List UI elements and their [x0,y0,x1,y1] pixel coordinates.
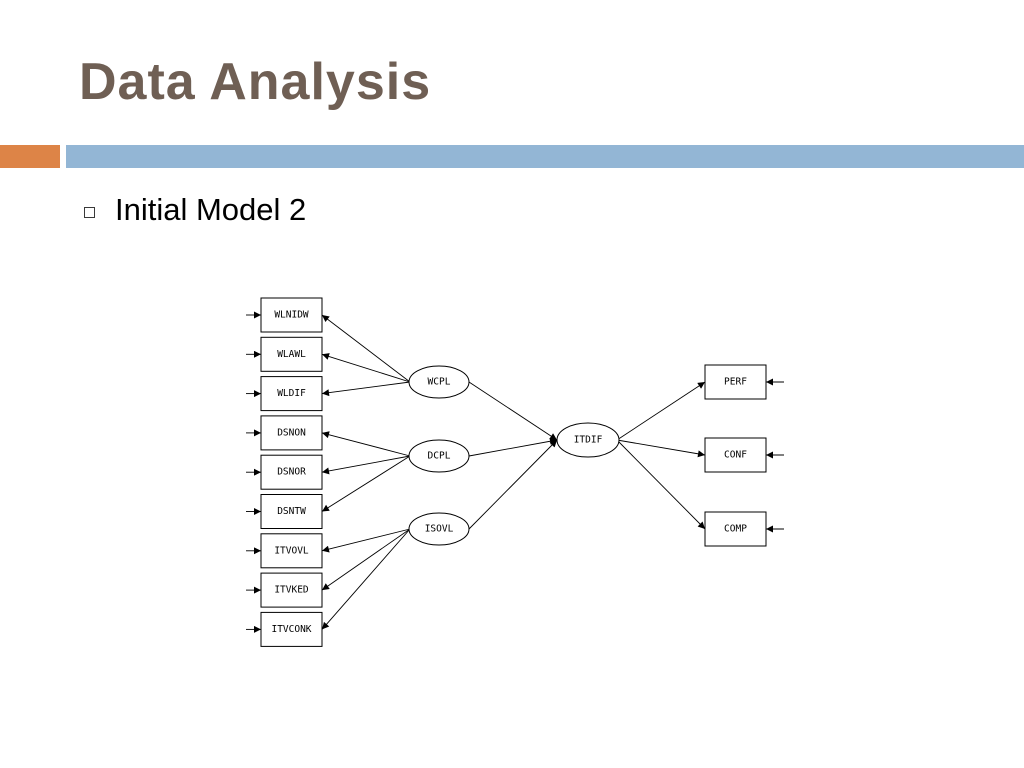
observed-box-itvconk [260,611,323,647]
latent-label-isovl: ISOVL [425,524,454,535]
latent-ellipse-itdif [556,422,620,458]
accent-bar-blue [66,145,1024,168]
loading-arrow-dcpl-dsnon [321,431,411,457]
observed-label-dsntw: DSNTW [277,506,306,517]
latent-ellipse-isovl [408,512,470,546]
loading-arrow-itdif-conf [616,439,706,458]
loading-arrow-itdif-comp [616,439,706,530]
observed-label-wlnidw: WLNIDW [274,310,309,321]
observed-label-comp: COMP [724,524,747,535]
path-arrow-wcpl-itdif [468,381,558,441]
loading-arrow-wcpl-wlnidw [321,314,411,383]
observed-box-wlnidw [260,297,323,333]
slide-title: Data Analysis [79,53,432,111]
loading-arrow-wcpl-wldif [321,381,411,397]
observed-box-dsnon [260,415,323,451]
observed-label-dsnon: DSNON [277,427,306,438]
latent-label-dcpl: DCPL [428,451,451,462]
observed-label-itvconk: ITVCONK [271,624,311,635]
observed-box-itvked [260,572,323,608]
observed-box-itvovl [260,533,323,569]
observed-label-itvked: ITVKED [274,585,309,596]
observed-label-dsnor: DSNOR [277,467,306,478]
path-arrow-isovl-itdif [468,439,558,530]
observed-label-conf: CONF [724,450,747,461]
latent-ellipse-dcpl [408,439,470,473]
path-arrow-dcpl-itdif [468,437,558,457]
loading-arrow-dcpl-dsnor [321,455,411,475]
observed-label-wlawl: WLAWL [277,349,306,360]
diagram-nodes: WLNIDW WLAWL WLDIF DSNON DSNOR DSNTW ITVOVL ITV… [260,297,767,647]
loading-arrow-itdif-perf [616,381,706,441]
loading-arrow-wcpl-wlawl [321,353,411,383]
latent-ellipse-wcpl [408,365,470,399]
observed-label-itvovl: ITVOVL [274,545,309,556]
observed-box-dsnor [260,454,323,490]
loading-arrow-isovl-itvovl [321,528,411,553]
bullet-text: Initial Model 2 [115,192,307,227]
observed-label-wldif: WLDIF [277,388,306,399]
loading-arrow-isovl-itvconk [321,528,411,630]
loading-arrow-isovl-itvked [321,528,411,591]
loading-arrow-dcpl-dsntw [321,455,411,512]
observed-label-perf: PERF [724,377,747,388]
observed-box-comp [704,511,767,547]
accent-bar-orange [0,145,60,168]
square-bullet-icon [84,206,95,218]
observed-box-wldif [260,376,323,412]
diagram-arrows [246,311,784,633]
observed-box-conf [704,437,767,473]
latent-label-wcpl: WCPL [428,377,451,388]
observed-box-perf [704,364,767,400]
observed-box-wlawl [260,336,323,372]
bullet-item: Initial Model 2 [84,192,306,228]
observed-box-dsntw [260,494,323,529]
latent-label-itdif: ITDIF [574,435,603,446]
